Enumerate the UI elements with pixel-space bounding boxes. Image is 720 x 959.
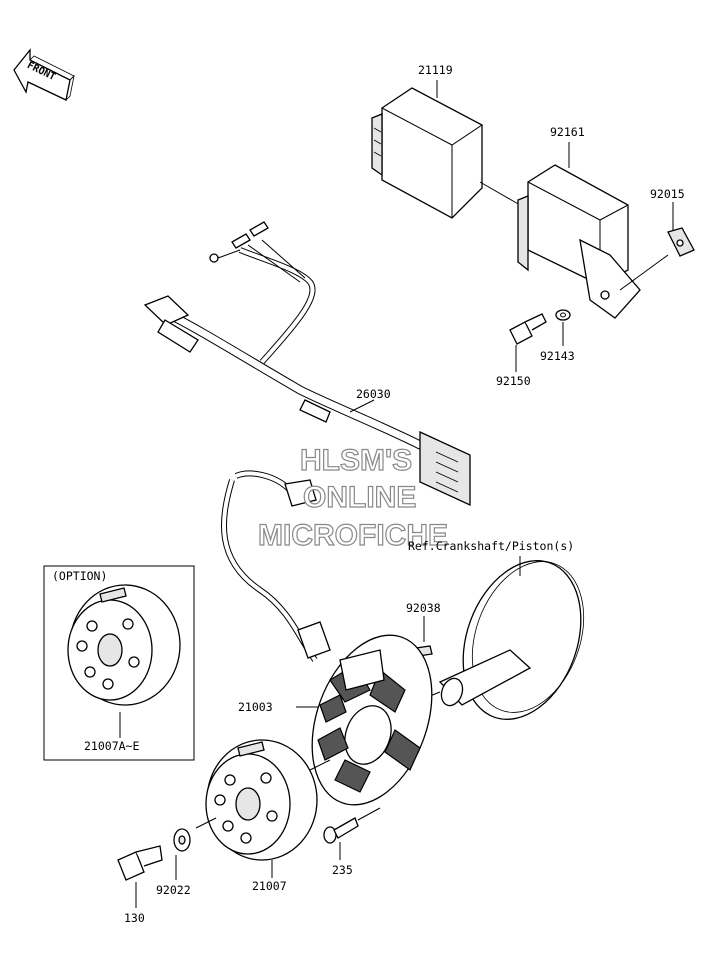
callout-26030: 26030 — [356, 387, 391, 401]
rotor-bolt — [117, 845, 163, 881]
reference-note: Ref.Crankshaft/Piston(s) — [408, 539, 574, 553]
callout-92022: 92022 — [156, 883, 191, 897]
cdi-unit — [371, 87, 483, 219]
callout-21007-option: 21007A~E — [84, 739, 139, 753]
callout-92161: 92161 — [550, 125, 585, 139]
callout-92143: 92143 — [540, 349, 575, 363]
stator-screw — [323, 817, 359, 844]
callout-21007: 21007 — [252, 879, 287, 893]
front-arrow-icon: FRONT — [13, 48, 75, 101]
wire-harness — [143, 221, 471, 507]
watermark-line3: MICROFICHE — [258, 519, 448, 552]
small-bolt — [509, 313, 547, 345]
callout-21119: 21119 — [418, 63, 453, 77]
rotor-option — [67, 584, 181, 706]
rotor — [205, 739, 318, 861]
callout-21003: 21003 — [238, 700, 273, 714]
callout-92015: 92015 — [650, 187, 685, 201]
option-label: (OPTION) — [52, 569, 107, 583]
watermark-line2: ONLINE — [303, 481, 416, 514]
clip — [667, 227, 695, 257]
bracket — [517, 164, 641, 319]
callout-235: 235 — [332, 863, 353, 877]
small-washer — [555, 309, 571, 321]
option-box — [43, 565, 195, 761]
callout-92150: 92150 — [496, 374, 531, 388]
callout-130: 130 — [124, 911, 145, 925]
crankshaft-flywheel — [438, 560, 585, 720]
stator — [221, 470, 433, 806]
callout-92038: 92038 — [406, 601, 441, 615]
watermark-line1: HLSM'S — [300, 444, 412, 477]
